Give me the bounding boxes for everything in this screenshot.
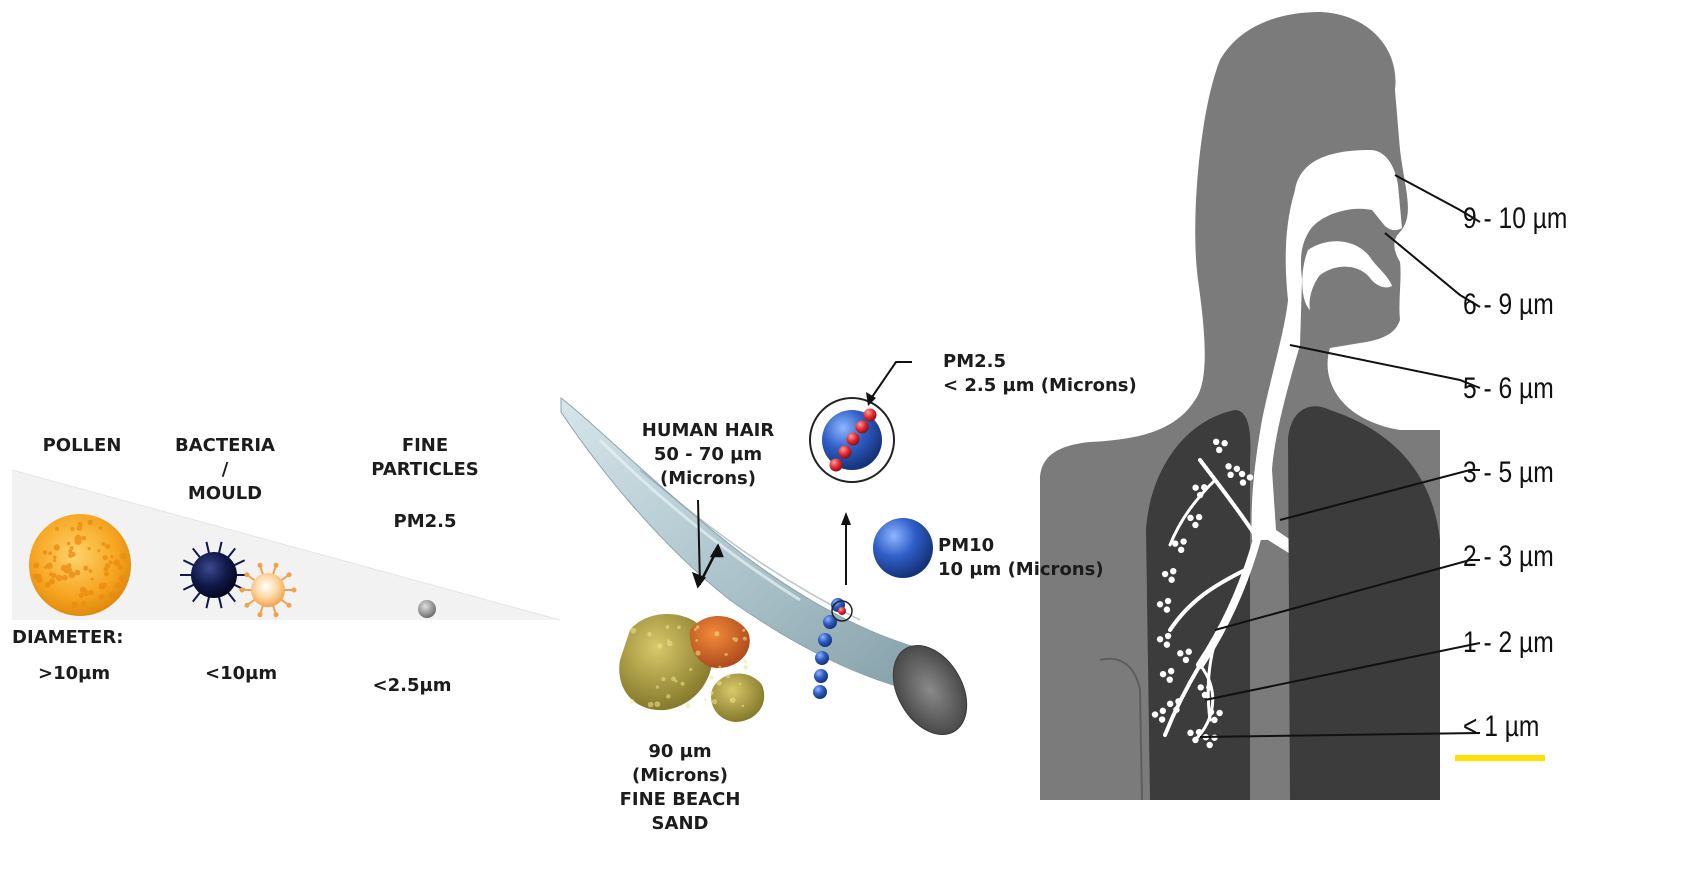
pm25-label: PM2.5 < 2.5 µm (Microns) — [943, 350, 1137, 398]
pm25-magnified — [810, 398, 894, 482]
pm25-pointer — [870, 362, 912, 400]
fine-particles-label: FINE PARTICLES — [370, 434, 480, 482]
lungs — [1146, 406, 1440, 800]
yellow-accent-bar — [1455, 755, 1545, 761]
pollen-label: POLLEN — [40, 434, 124, 458]
depth-label-nasal-cavity: 6 - 9 µm — [1463, 288, 1554, 322]
bacteria-mould-label: BACTERIA / MOULD — [170, 434, 280, 506]
depth-label-bronchioles: 1 - 2 µm — [1463, 626, 1554, 660]
depth-label-pharynx: 5 - 6 µm — [1463, 372, 1554, 406]
bacteria-size: <10µm — [205, 662, 275, 686]
pollen-particle — [29, 514, 131, 616]
pollen-size: >10µm — [38, 662, 108, 686]
beach-sand-grains — [619, 614, 764, 722]
beach-sand-label: 90 µm (Microns) FINE BEACH SAND — [600, 740, 760, 836]
human-hair-label: HUMAN HAIR 50 - 70 µm (Microns) — [618, 419, 798, 491]
pm10-particle — [873, 518, 933, 578]
diameter-label: DIAMETER: — [12, 626, 123, 650]
depth-label-nose: 9 - 10 µm — [1463, 202, 1567, 236]
depth-label-alveoli: < 1 µm — [1463, 710, 1539, 744]
zoom-arrow-head — [841, 512, 851, 525]
depth-label-trachea: 3 - 5 µm — [1463, 456, 1554, 490]
depth-label-bronchi: 2 - 3 µm — [1463, 540, 1554, 574]
fine-particles-size: <2.5µm — [372, 674, 452, 698]
fine-particle — [418, 600, 436, 618]
pm10-label: PM10 10 µm (Microns) — [938, 534, 1104, 582]
fine-particles-pm-label: PM2.5 — [385, 510, 465, 534]
